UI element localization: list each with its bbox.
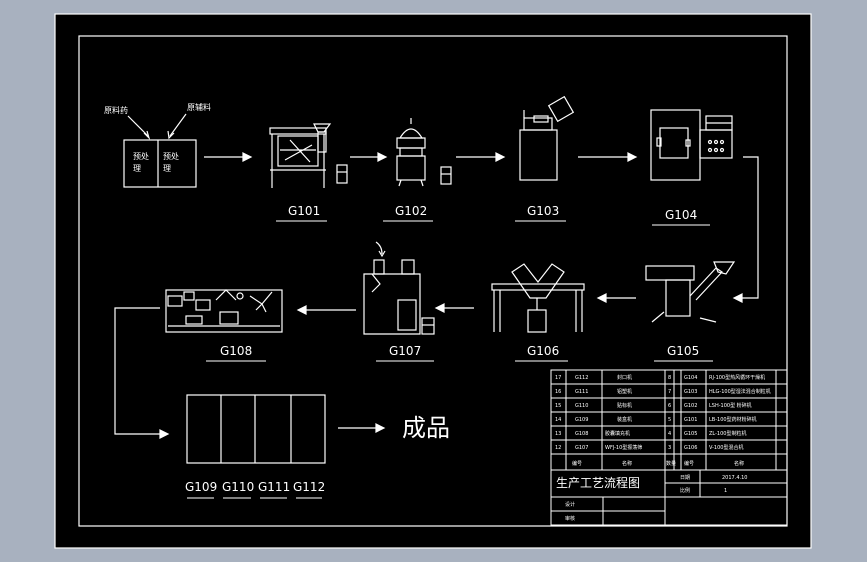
tb-header-code: 编号 [572,460,582,467]
flow-arrow-7 [296,305,356,315]
machine-g108-icon [165,289,283,333]
tb-row3-code1: G110 [575,403,588,409]
station-label-g108: G108 [220,344,252,358]
tb-row2-n1: 16 [555,389,561,395]
tb-row3-name1: 贴标机 [617,402,632,409]
material-label-2: 原辅料 [187,102,211,112]
drawing-title: 生产工艺流程图 [556,475,640,490]
flow-arrow-1 [204,152,253,162]
tb-header-qty: 数量 [666,460,676,467]
machine-g107-icon [363,241,435,335]
pretreat-label-1b: 理 [133,164,141,173]
flow-arrow-3 [456,152,506,162]
station-label-g107: G107 [389,344,421,358]
flow-connector-left [114,307,170,439]
machine-g104-icon [650,109,733,181]
tb-row4-code1: G109 [575,417,588,423]
tb-row2-name1: 铝塑机 [617,388,632,395]
tb-row3-n1: 15 [555,403,561,409]
tb-row5-name2: ZL-100型制粒机 [709,430,746,437]
drawing-border [78,35,788,527]
title-block-rows: 17 G112 封口机 8 G104 RJ-100型热风循环干燥机 16 G11… [555,374,771,522]
sheet-background [54,13,812,549]
machine-g101-icon [269,123,348,188]
material-label-1: 原料药 [104,105,128,115]
station-label-g112: G112 [293,480,325,494]
title-block [550,369,788,526]
product-label: 成品 [402,414,450,442]
flow-arrow-4 [578,152,638,162]
tb-date-value: 2017.4.10 [722,475,747,481]
machine-g102-icon [396,118,452,187]
tb-row1-code2: G104 [684,375,697,381]
tb-label-date: 日期 [680,475,690,481]
flow-arrow-final [338,423,386,433]
tb-row6-name2: V-100型混合机 [709,444,743,451]
tb-header-name: 名称 [622,460,632,467]
machine-g106-icon [491,263,585,333]
tb-row6-name1: WFJ-10型振荡筛 [605,444,642,451]
station-label-g101: G101 [288,204,320,218]
tb-label-scale: 比例 [680,487,690,494]
pretreat-label-2b: 理 [163,164,171,173]
flow-arrow-2 [350,152,388,162]
tb-row1-n2: 8 [668,375,671,381]
station-label-g102: G102 [395,204,427,218]
tb-row1-n1: 17 [555,375,561,381]
tb-row2-name2: HLG-100型湿法混合制粒机 [709,388,771,395]
tb-row6-n2: 3 [668,445,671,451]
tb-label-check: 审核 [565,515,575,522]
tb-row1-name2: RJ-100型热风循环干燥机 [709,374,765,381]
machine-g103-icon [519,95,575,181]
tb-row5-code2: G105 [684,431,697,437]
material-arrows [127,113,187,141]
pretreat-label-1: 预处 [133,151,149,161]
station-label-g105: G105 [667,344,699,358]
tb-row4-name2: LB-100型药材粉碎机 [709,416,757,423]
tb-scale-value: 1 [724,488,727,494]
pretreat-box [123,139,197,188]
tb-row6-code2: G106 [684,445,697,451]
tb-row2-code1: G111 [575,389,588,395]
station-label-g104: G104 [665,208,697,222]
tb-row3-code2: G102 [684,403,697,409]
tb-row1-name1: 封口机 [617,374,632,381]
tb-header-code2: 编号 [684,460,694,467]
tb-row4-n2: 5 [668,417,671,423]
station-label-g111: G111 [258,480,290,494]
tb-row2-code2: G103 [684,389,697,395]
station-label-g103: G103 [527,204,559,218]
tb-row1-code1: G112 [575,375,588,381]
flow-arrow-6 [434,303,474,313]
tb-row5-code1: G108 [575,431,588,437]
tb-label-design: 设计 [565,501,575,508]
tb-row5-n1: 13 [555,431,561,437]
tb-row2-n2: 7 [668,389,671,395]
tb-row6-code1: G107 [575,445,588,451]
station-label-g106: G106 [527,344,559,358]
tb-row5-name1: 胶囊填充机 [605,430,630,437]
tb-header-name2: 名称 [734,460,744,467]
tb-row4-n1: 14 [555,417,561,423]
pretreat-label-2: 预处 [163,151,179,161]
packaging-boxes [186,394,326,464]
flow-connector-right [732,156,759,303]
tb-row3-name2: LSH-100型 粉碎机 [709,402,752,409]
tb-row4-code2: G101 [684,417,697,423]
tb-row5-n2: 4 [668,431,671,437]
station-label-g110: G110 [222,480,254,494]
tb-row6-n1: 12 [555,445,561,451]
station-label-g109: G109 [185,480,217,494]
tb-row4-name1: 装盒机 [617,416,632,423]
flow-arrow-5 [596,293,636,303]
tb-row3-n2: 6 [668,403,671,409]
machine-g105-icon [645,261,736,323]
